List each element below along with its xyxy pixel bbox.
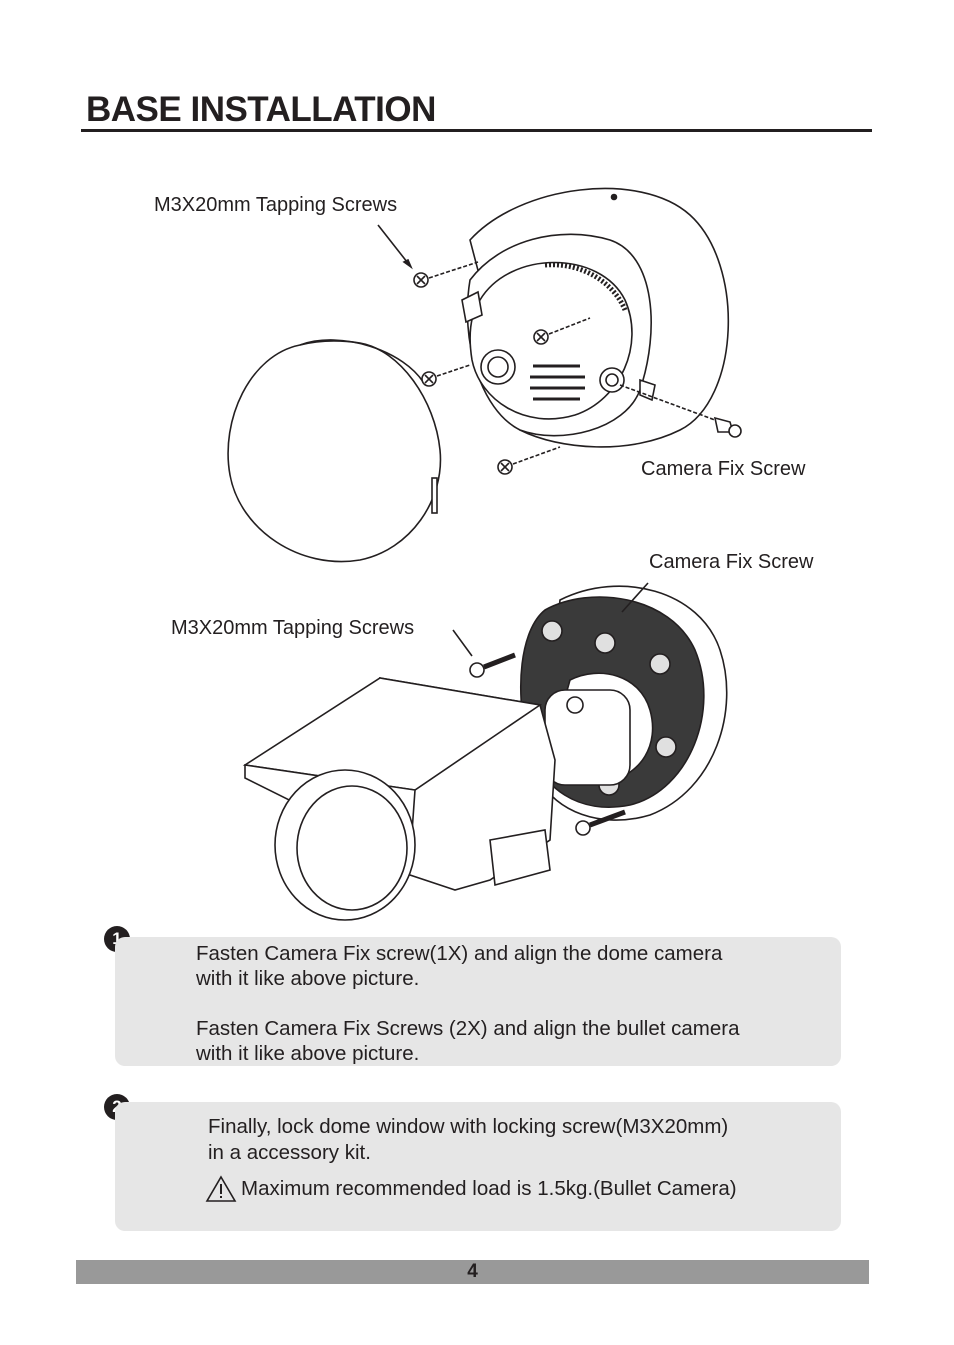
step-1-paragraph-2-line-2: with it like above picture. bbox=[196, 1042, 420, 1065]
step-2-paragraph-1-line-1: Finally, lock dome window with locking s… bbox=[208, 1115, 729, 1138]
bullet-screws-drawing bbox=[452, 582, 649, 836]
dome-window-drawing bbox=[227, 339, 442, 563]
step-2-paragraph-1-line-2: in a accessory kit. bbox=[208, 1141, 371, 1164]
page-title: BASE INSTALLATION bbox=[86, 90, 436, 129]
warning-text: Maximum recommended load is 1.5kg.(Bulle… bbox=[241, 1177, 737, 1200]
footer-bar: 4 bbox=[76, 1260, 869, 1284]
step-2-box bbox=[115, 1102, 841, 1231]
installation-illustration bbox=[227, 187, 742, 921]
step-2-paragraph-1: Finally, lock dome window with locking s… bbox=[208, 1114, 728, 1166]
step-1-paragraph-1: Fasten Camera Fix screw(1X) and align th… bbox=[196, 941, 722, 991]
bullet-tapping-screws-label: M3X20mm Tapping Screws bbox=[171, 617, 415, 639]
warning-triangle-icon bbox=[205, 1175, 237, 1202]
bullet-base-drawing bbox=[519, 585, 728, 821]
step-1-box bbox=[115, 937, 841, 1066]
page-number: 4 bbox=[467, 1261, 478, 1282]
bullet-camera-fix-screw-label: Camera Fix Screw bbox=[649, 551, 814, 573]
bullet-camera-drawing bbox=[242, 677, 556, 921]
step-1-paragraph-1-line-2: with it like above picture. bbox=[196, 967, 420, 990]
dome-base-drawing bbox=[461, 187, 730, 448]
title-rule bbox=[81, 129, 872, 132]
dome-camera-fix-screw-label: Camera Fix Screw bbox=[641, 458, 806, 480]
step-2-warning: Maximum recommended load is 1.5kg.(Bulle… bbox=[205, 1175, 737, 1203]
dome-screws-drawing bbox=[377, 224, 742, 475]
step-1-paragraph-2: Fasten Camera Fix Screws (2X) and align … bbox=[196, 1016, 739, 1066]
step-1-paragraph-2-line-1: Fasten Camera Fix Screws (2X) and align … bbox=[196, 1017, 740, 1040]
dome-tapping-screws-label: M3X20mm Tapping Screws bbox=[154, 194, 398, 216]
step-1-paragraph-1-line-1: Fasten Camera Fix screw(1X) and align th… bbox=[196, 942, 723, 965]
